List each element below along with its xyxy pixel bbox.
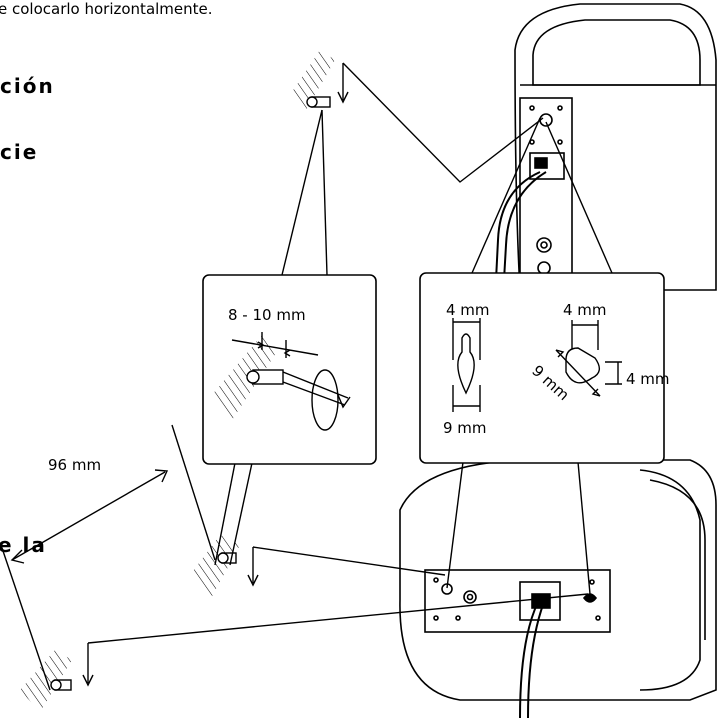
round-hole-height-label: 9 mm [443, 419, 487, 437]
spacing-dimension [1, 424, 216, 691]
wall-screw-bottom [20, 650, 72, 712]
angled-hole-side-label: 4 mm [626, 370, 670, 388]
heading-fragment-cie: cie [0, 140, 38, 164]
leader-lines [82, 62, 613, 687]
screw-depth-detail: 8 - 10 mm [202, 274, 377, 465]
wall-screw-middle [190, 535, 240, 600]
screw-depth-label: 8 - 10 mm [228, 306, 306, 324]
spacing-label: 96 mm [48, 456, 101, 474]
intro-text-fragment: e colocarlo horizontalmente. [0, 0, 213, 18]
vertical-speaker [495, 3, 717, 291]
angled-hole-width-label: 4 mm [563, 301, 607, 319]
keyhole-size-detail: 4 mm 9 mm 4 mm 4 mm 9 mm [419, 272, 670, 464]
wall-screw-top [290, 50, 335, 112]
round-hole-width-label: 4 mm [446, 301, 490, 319]
heading-fragment-cion: ción [0, 74, 55, 98]
horizontal-speaker [399, 459, 717, 718]
